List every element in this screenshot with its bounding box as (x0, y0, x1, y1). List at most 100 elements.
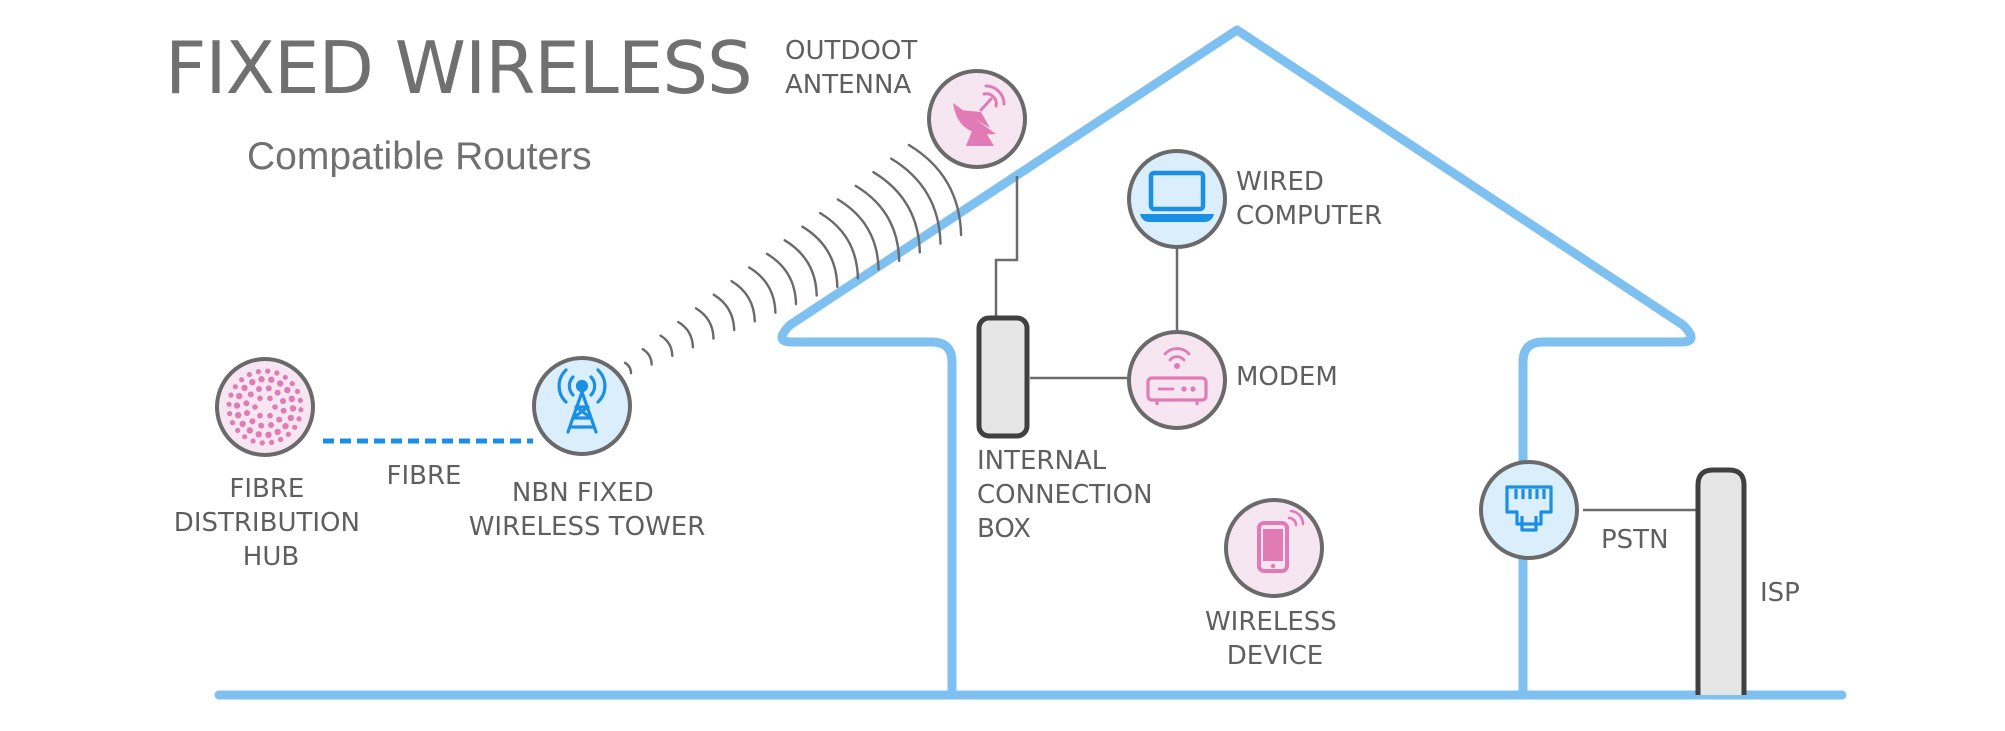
fibre-dot (241, 384, 248, 392)
fibre-dot (226, 401, 232, 407)
fibre-dot (277, 380, 284, 387)
fibre-dot (274, 389, 281, 396)
signal-wave-arc (694, 307, 715, 340)
signal-wave-arc (623, 361, 633, 375)
fibre-dot (249, 378, 256, 386)
fibre-dot (257, 395, 263, 402)
signal-wave-arc (641, 348, 653, 366)
fibre-dot (289, 405, 297, 412)
fibre-dot (278, 436, 284, 443)
satellite-dish-icon (953, 84, 1006, 146)
fibre-dot (228, 392, 234, 398)
fibre-dot (272, 404, 278, 410)
fibre-dot (232, 384, 238, 390)
label-line: WIRELESS TOWER (469, 512, 706, 542)
label-internal-connection-box: INTERNAL CONNECTION BOX (977, 446, 1161, 544)
signal-wave-arc (819, 211, 860, 280)
signal-wave-arc (730, 279, 756, 323)
signal-wave-arc (801, 225, 839, 288)
fibre-dot (256, 386, 262, 392)
fibre-dot (288, 395, 295, 402)
label-fibre-link: FIBRE (387, 461, 462, 491)
fibre-dot (255, 369, 261, 375)
label-isp: ISP (1760, 578, 1800, 608)
fibre-dot (236, 392, 243, 400)
label-line: DISTRIBUTION (174, 508, 360, 538)
fibre-dot (274, 428, 281, 436)
wireless-signal-waves (623, 143, 963, 375)
fibre-dot (297, 397, 303, 403)
fibre-dot (239, 377, 245, 383)
fibre-dot (276, 416, 283, 423)
label-line: FIBRE (387, 461, 462, 491)
ethernet-port-icon (1505, 485, 1553, 532)
internal-connection-box (976, 315, 1030, 439)
outdoor-antenna-node (927, 69, 1027, 169)
fibre-dot (249, 418, 256, 425)
fibre-dot (267, 412, 273, 419)
fibre-dot (250, 438, 256, 444)
signal-wave-arc (677, 320, 695, 349)
fibre-dot (255, 431, 262, 438)
page-subtitle: Compatible Routers (247, 135, 592, 178)
fibre-dot (294, 388, 301, 394)
signal-wave-arc (854, 184, 901, 263)
label-line: OUTDOOT (785, 36, 917, 66)
signal-wave-arc (783, 239, 818, 297)
smartphone-icon (1257, 509, 1305, 573)
fibre-dot (229, 420, 236, 426)
fibre-dot (267, 395, 273, 402)
fibre-dot (243, 400, 250, 407)
label-wired-computer: WIRED COMPUTER (1236, 167, 1382, 231)
label-line: WIRELESS (1205, 607, 1337, 637)
laptop-icon (1140, 170, 1214, 222)
fibre-dot (227, 411, 233, 417)
label-outdoor-antenna: OUTDOOT ANTENNA (785, 36, 925, 100)
fibre-dots-icon (226, 368, 304, 446)
fibre-dot (280, 407, 287, 414)
label-line: FIBRE (229, 474, 304, 504)
fibre-dot (265, 368, 271, 374)
signal-wave-arc (748, 266, 777, 314)
fibre-dot (252, 404, 258, 410)
fibre-dot (269, 439, 275, 445)
fibre-dot (247, 391, 254, 398)
modem-node (1127, 330, 1227, 430)
fibre-dot (246, 427, 253, 434)
fibre-dot (257, 412, 263, 419)
fibre-dot (280, 398, 286, 404)
label-line: COMPUTER (1236, 201, 1382, 231)
router-icon (1146, 347, 1208, 405)
fibre-dot (235, 412, 242, 419)
fibre-dot (242, 434, 248, 440)
antenna-to-box-cable (994, 176, 1019, 316)
label-line: PSTN (1601, 525, 1669, 555)
label-fibre-hub: FIBRE DISTRIBUTION HUB (174, 474, 368, 572)
label-line: WIRED (1236, 167, 1324, 197)
fibre-dot (235, 427, 241, 433)
fibre-dot (268, 376, 275, 383)
fibre-dot (265, 431, 272, 438)
fibre-dot (274, 370, 280, 376)
fibre-dot (244, 410, 250, 416)
signal-wave-arc (872, 171, 921, 254)
radio-tower-icon (557, 368, 607, 434)
page-title: FIXED WIRELESS (165, 26, 752, 110)
signal-wave-arc (836, 198, 880, 271)
label-line: ANTENNA (785, 70, 911, 100)
signal-wave-arc (890, 157, 942, 245)
fibre-dot (233, 402, 241, 409)
signal-wave-arc (659, 334, 674, 358)
fibre-dot (292, 424, 298, 430)
fibre-dot (289, 381, 295, 387)
fibre-dot (265, 385, 272, 392)
label-line: HUB (243, 542, 299, 572)
nbn-tower-node (532, 356, 632, 456)
fibre-dot (285, 431, 291, 437)
fibre-dot (246, 371, 252, 378)
wired-computer-node (1127, 149, 1227, 249)
label-modem: MODEM (1236, 362, 1338, 392)
fibre-dot (258, 422, 265, 429)
label-line: NBN FIXED (512, 478, 654, 508)
